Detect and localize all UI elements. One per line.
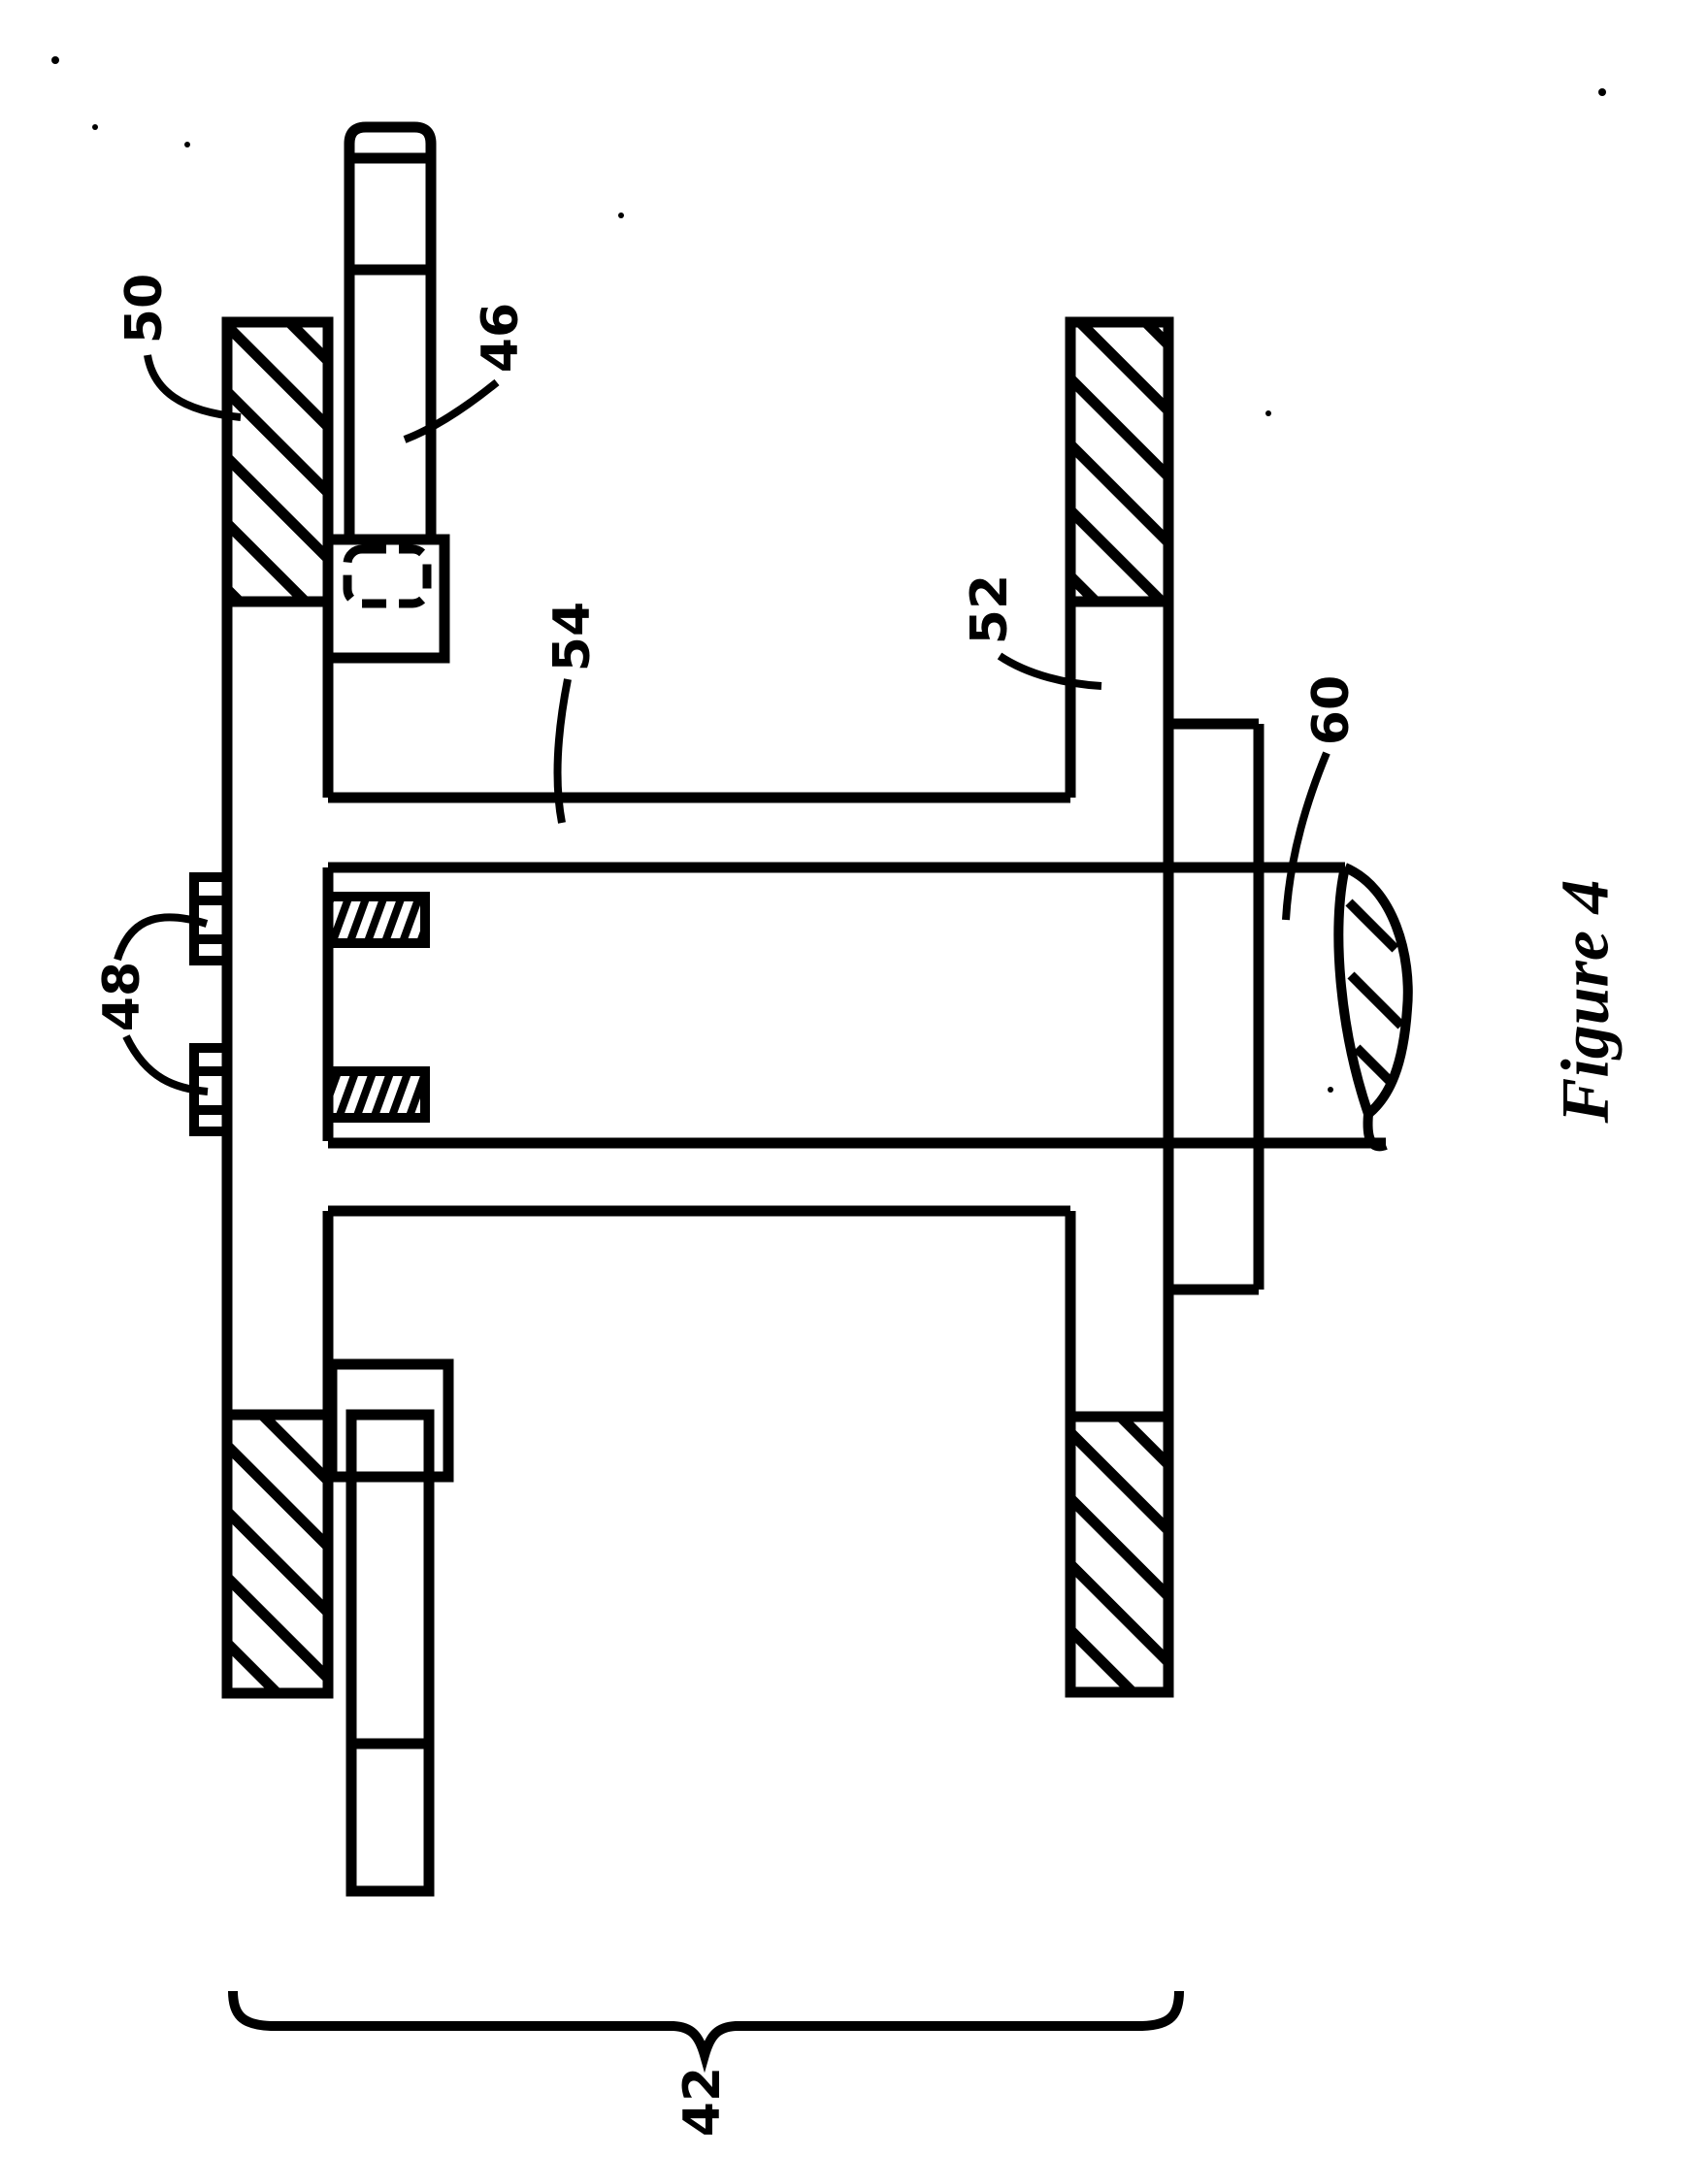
shaft-break-symbol (1333, 863, 1413, 1152)
bolt-cap (344, 121, 437, 164)
hatched-ring-top-right (1065, 316, 1174, 607)
print-specks (51, 56, 1606, 1093)
break-lens-left-curve (1333, 866, 1373, 1116)
ref-label-52: 52 (961, 574, 1019, 644)
speck (184, 142, 190, 147)
figure-caption: Figure 4 (1549, 880, 1624, 1125)
ref-label-42: 42 (673, 2067, 732, 2137)
leader-54 (553, 678, 572, 824)
speck (1265, 410, 1271, 416)
ref-label-48: 48 (93, 962, 151, 1031)
speck (1328, 1087, 1333, 1093)
break-hatch-line (1353, 1044, 1397, 1089)
hub-extension (1168, 718, 1265, 1295)
leader-50 (144, 354, 242, 421)
speck (92, 124, 98, 130)
hatched-ring-top-left (221, 316, 334, 607)
leader-60 (1282, 751, 1330, 921)
ref-label-50: 50 (115, 274, 174, 343)
leader-lines (114, 354, 1330, 1095)
hatched-ring-bottom-left (221, 1409, 334, 1699)
ref-label-54: 54 (543, 602, 602, 671)
set-screw-threaded-shank-1 (323, 892, 430, 948)
speck (51, 56, 59, 64)
break-lens-right-curve (1342, 863, 1413, 1118)
t-nut-box-top (322, 534, 450, 664)
set-screw-threaded-shank-2 (323, 1066, 430, 1123)
leader-52 (997, 652, 1102, 690)
break-hatch-line (1347, 971, 1405, 1029)
ref-label-60: 60 (1302, 675, 1361, 745)
leader-48-upper (114, 913, 209, 962)
speck (618, 212, 624, 218)
bolt-46-assembly (322, 121, 450, 664)
break-hatch-line (1345, 899, 1399, 953)
bolt-bottom-body (345, 1409, 435, 1897)
hidden-nut-outline-dashed (343, 544, 432, 608)
right-flange-52 (1065, 316, 1174, 1698)
bolt-bottom-assembly (326, 1358, 454, 1897)
break-tail-curve (1363, 1113, 1388, 1152)
leader-46 (403, 378, 500, 443)
leader-48-lower (122, 1034, 209, 1095)
shaft-60 (328, 862, 1413, 1152)
reference-numerals: 50 46 54 48 52 60 42 (93, 274, 1361, 2137)
hub-body-54 (328, 792, 1070, 1217)
brace-42 (228, 1990, 1184, 2074)
hatched-ring-bottom-right (1065, 1411, 1174, 1698)
ref-label-46: 46 (472, 303, 530, 373)
t-nut-box-bottom (326, 1358, 454, 1483)
speck (1598, 88, 1606, 96)
